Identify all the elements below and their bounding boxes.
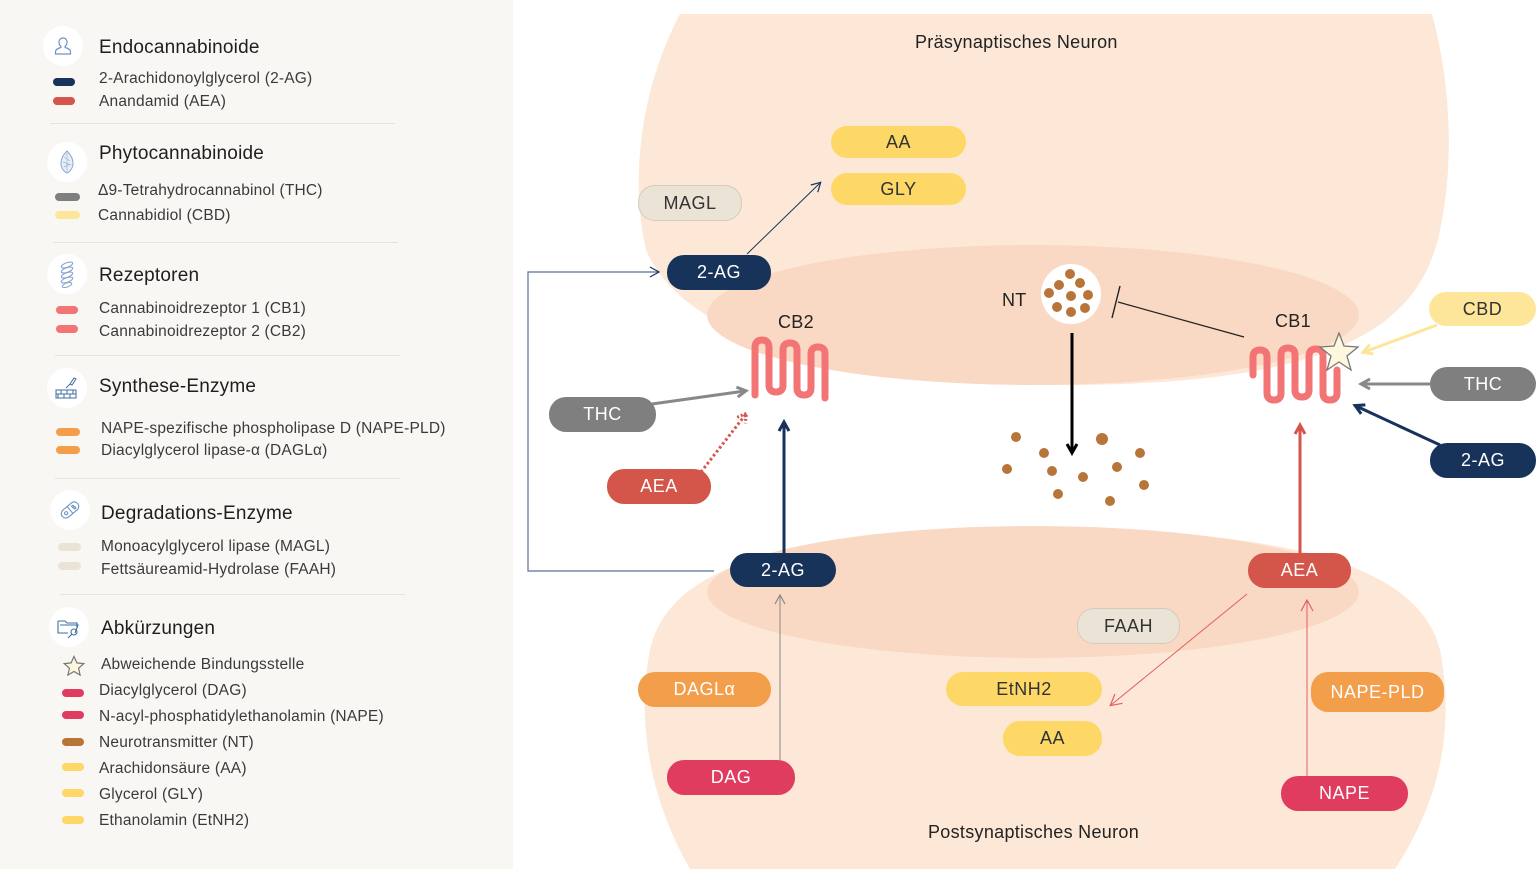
cbd-cb1-arrow [1364, 323, 1438, 352]
legend-swatch-aea [53, 97, 75, 105]
cbd-pill: CBD [1429, 292, 1536, 326]
legend-divider [55, 355, 400, 356]
person-icon [43, 26, 83, 66]
legend-item-magl: Monoacylglycerol lipase (MAGL) [101, 538, 331, 555]
star-icon [1318, 331, 1360, 372]
cannabis-bud-icon [47, 142, 87, 182]
legend-item-daglalpha: Diacylglycerol lipase-α (DAGLα) [101, 442, 328, 459]
legend-item-gly: Glycerol (GLY) [99, 786, 204, 803]
legend-item-cbd: Cannabidiol (CBD) [98, 207, 231, 224]
legend-item-binding-site: Abweichende Bindungsstelle [101, 656, 305, 673]
cb2-label: CB2 [778, 312, 814, 332]
legend-title-endocannabinoide: Endocannabinoide [99, 37, 260, 58]
magl-degradation-arrow [746, 181, 822, 255]
magl-pill: MAGL [638, 185, 742, 221]
thc-cb2-arrow [651, 391, 745, 406]
legend-swatch-cb2 [56, 325, 78, 333]
trowel-bricks-icon [47, 368, 87, 408]
legend-item-etnh2: Ethanolamin (EtNH2) [99, 812, 250, 829]
legend-title-abkuerzungen: Abkürzungen [101, 618, 216, 639]
legend-swatch-gly [62, 789, 84, 797]
legend-swatch-aa [62, 763, 84, 771]
aea-pill-left: AEA [607, 469, 711, 504]
released-neurotransmitters [1002, 432, 1149, 506]
legend-divider [50, 123, 395, 124]
faah-pill: FAAH [1077, 608, 1180, 644]
dag-pill: DAG [667, 760, 795, 795]
legend-swatch-etnh2 [62, 816, 84, 824]
legend-item-nape: N-acyl-phosphatidylethanolamin (NAPE) [99, 708, 384, 725]
legend-swatch-faah [58, 562, 81, 570]
cb1-receptor [1249, 344, 1341, 404]
legend-title-phytocannabinoide: Phytocannabinoide [99, 143, 265, 164]
cb1-label: CB1 [1275, 311, 1311, 331]
legend-item-cb2: Cannabinoidrezeptor 2 (CB2) [99, 323, 307, 340]
legend-item-dag: Diacylglycerol (DAG) [99, 682, 247, 699]
nape-pld-pill: NAPE-PLD [1311, 672, 1444, 712]
legend-divider [53, 242, 398, 243]
thc-pill-left: THC [549, 397, 656, 432]
legend-swatch-cbd [55, 211, 80, 219]
2ag-pill-post: 2-AG [730, 553, 836, 587]
inhibition-bar [1111, 285, 1121, 319]
legend-swatch-thc [55, 193, 80, 201]
2ag-pill-right: 2-AG [1430, 443, 1536, 478]
star-icon [62, 655, 86, 682]
aa-pill-post: AA [1003, 721, 1102, 756]
aea-pill-post: AEA [1248, 553, 1351, 588]
legend-swatch-daglalpha [56, 446, 80, 454]
aea-cb2-dotted-arrow [699, 414, 746, 473]
pill-capsule-icon [50, 490, 90, 530]
legend-swatch-cb1 [56, 306, 78, 314]
legend-swatch-nt [62, 738, 84, 746]
legend-item-nt: Neurotransmitter (NT) [99, 734, 254, 751]
legend-swatch-magl [58, 543, 81, 551]
legend-item-thc: Δ9-Tetrahydrocannabinol (THC) [98, 182, 323, 199]
daglalpha-pill: DAGLα [638, 672, 771, 707]
legend-item-2ag: 2-Arachidonoylglycerol (2-AG) [99, 70, 313, 87]
nt-vesicle-particles [1044, 269, 1093, 317]
thc-pill-right: THC [1430, 367, 1536, 401]
gly-pill: GLY [831, 173, 966, 205]
postsynaptic-neuron-label: Postsynaptisches Neuron [928, 822, 1140, 842]
etnh2-pill: EtNH2 [946, 672, 1102, 706]
legend-item-nape-pld: NAPE-spezifische phospholipase D (NAPE-P… [101, 420, 446, 437]
legend-divider [55, 478, 400, 479]
2ag-cb1-arrow [1356, 406, 1441, 447]
cb1-inhibition-line [1117, 301, 1245, 338]
postsynaptic-membrane [707, 526, 1359, 658]
nape-pill: NAPE [1281, 776, 1408, 811]
nt-label: NT [1002, 290, 1027, 310]
legend-item-aa: Arachidonsäure (AA) [99, 760, 247, 777]
legend-title-degradations-enzyme: Degradations-Enzyme [101, 503, 293, 524]
legend-swatch-nape-pld [56, 428, 80, 436]
legend-divider [60, 594, 405, 595]
presynaptic-membrane [707, 245, 1359, 385]
2ag-pill-pre: 2-AG [667, 255, 771, 290]
cb2-receptor [751, 336, 829, 402]
legend-item-faah: Fettsäureamid-Hydrolase (FAAH) [101, 561, 337, 578]
receptor-coil-icon [47, 254, 87, 294]
faah-degradation-arrow [1109, 593, 1248, 707]
legend-panel: Endocannabinoide 2-Arachidonoylglycerol … [0, 0, 513, 869]
legend-item-aea: Anandamid (AEA) [99, 93, 227, 110]
presynaptic-neuron-label: Präsynaptisches Neuron [915, 32, 1118, 52]
aa-pill-pre: AA [831, 126, 966, 158]
legend-swatch-2ag [53, 78, 75, 86]
legend-swatch-nape [62, 711, 84, 719]
legend-title-rezeptoren: Rezeptoren [99, 265, 200, 286]
legend-swatch-dag [62, 689, 84, 697]
folder-search-icon [49, 607, 89, 647]
legend-item-cb1: Cannabinoidrezeptor 1 (CB1) [99, 300, 307, 317]
legend-title-synthese-enzyme: Synthese-Enzyme [99, 376, 257, 397]
retrograde-2ag-path [527, 266, 714, 572]
